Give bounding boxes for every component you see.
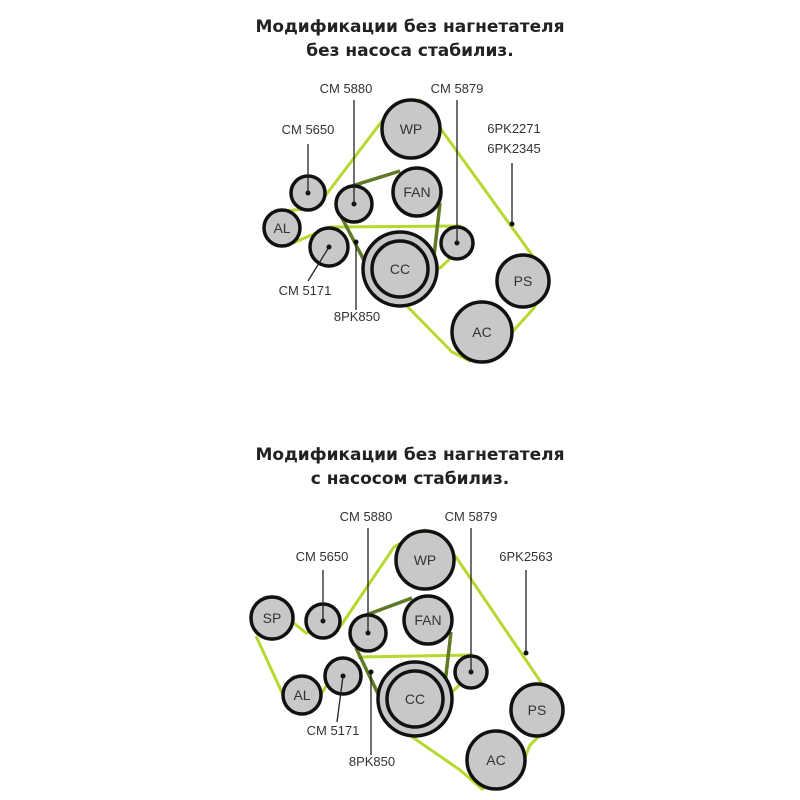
belt-marker-dot [368, 669, 374, 675]
pulley-cc-label: CC [390, 261, 410, 277]
pulley-ps-label: PS [514, 273, 533, 289]
pulley-al-label: AL [273, 220, 290, 236]
belt-8pk [354, 647, 383, 701]
belt-marker-dot [523, 650, 529, 656]
diagram1-title-line2: без насоса стабилиз. [306, 41, 514, 61]
label-cm5171: CM 5171 [279, 283, 332, 298]
belt-8pk [365, 596, 413, 617]
label-cm5650: CM 5650 [296, 549, 349, 564]
pulley-cc: CC [385, 669, 445, 729]
label-cm5650: CM 5650 [282, 122, 335, 137]
label-cm5880: CM 5880 [340, 509, 393, 524]
pulley-ps: PS [495, 253, 551, 309]
diagram1-title-line1: Модификации без нагнетателя [255, 17, 564, 37]
pulley-ps-label: PS [528, 702, 547, 718]
pulley-sp-label: SP [263, 610, 282, 626]
label-cm5171: CM 5171 [307, 723, 360, 738]
label-cm5879: CM 5879 [445, 509, 498, 524]
pulley-wp-label: WP [400, 121, 423, 137]
pulley-ac: AC [450, 300, 514, 364]
diagram2-title-line1: Модификации без нагнетателя [255, 445, 564, 465]
label-cm5879: CM 5879 [431, 81, 484, 96]
pulley-al: AL [262, 208, 302, 248]
pulley-fan-label: FAN [403, 184, 430, 200]
pulley-ac-label: AC [472, 324, 491, 340]
pulley-cc-label: CC [405, 691, 425, 707]
leader-line [307, 246, 330, 282]
belt-8pk [351, 169, 401, 188]
pulley-al: AL [281, 674, 323, 716]
pulley-ac-label: AC [486, 752, 505, 768]
leader-line [336, 675, 344, 723]
label-6pk2345: 6PK2345 [487, 141, 541, 156]
pulley-wp-label: WP [414, 552, 437, 568]
pulley-cc: CC [370, 239, 430, 299]
label-cm5880: CM 5880 [320, 81, 373, 96]
pulley-fan: FAN [402, 594, 454, 646]
pulley-wp: WP [380, 98, 442, 160]
belt-marker-dot [509, 221, 515, 227]
pulley-fan: FAN [391, 166, 443, 218]
pulley-al-label: AL [293, 687, 310, 703]
pulley-fan-label: FAN [414, 612, 441, 628]
belt-marker-dot [353, 239, 359, 245]
belt-6pk-outer [254, 635, 286, 698]
pulley-ps: PS [509, 682, 565, 738]
diagram2-title-line2: с насосом стабилиз. [311, 469, 509, 489]
label-6pk2563: 6PK2563 [499, 549, 553, 564]
pulley-wp: WP [394, 529, 456, 591]
label-8pk850: 8PK850 [349, 754, 395, 769]
pulley-sp: SP [249, 595, 295, 641]
label-8pk850: 8PK850 [334, 309, 380, 324]
pulley-ac: AC [465, 729, 527, 791]
label-6pk2271: 6PK2271 [487, 121, 541, 136]
